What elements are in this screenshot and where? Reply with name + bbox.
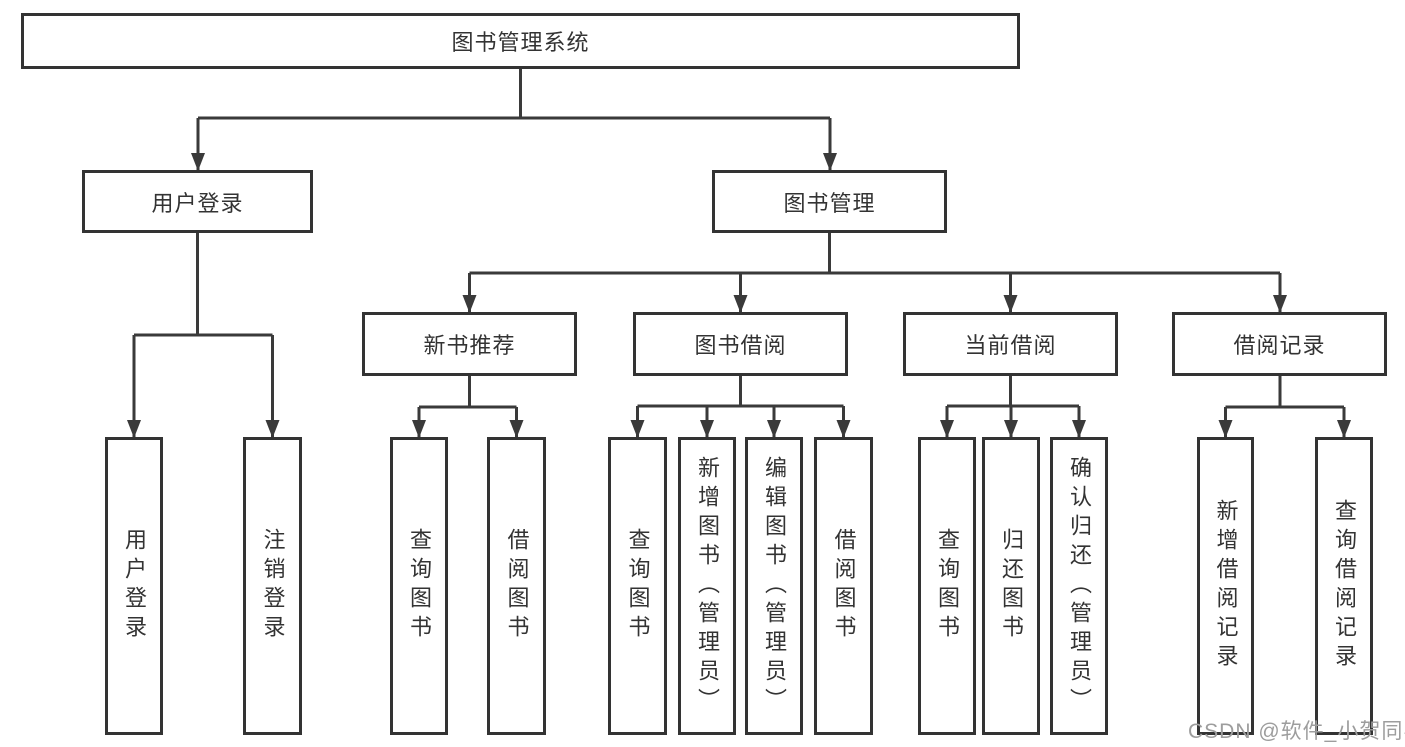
leaf-return-books: 归还图书: [982, 437, 1040, 735]
leaf-query-books-current: 查询图书: [918, 437, 976, 735]
node-borrow-records: 借阅记录: [1172, 312, 1387, 376]
leaf-user-login: 用户登录: [105, 437, 163, 735]
leaf-add-borrow-record: 新增借阅记录: [1197, 437, 1254, 735]
node-library-management-system: 图书管理系统: [21, 13, 1020, 69]
leaf-query-books-borrow: 查询图书: [608, 437, 667, 735]
leaf-edit-books-admin: 编辑图书（管理员）: [745, 437, 803, 735]
node-new-book-recommend: 新书推荐: [362, 312, 577, 376]
leaf-query-borrow-record: 查询借阅记录: [1315, 437, 1373, 735]
node-book-borrow: 图书借阅: [633, 312, 848, 376]
leaf-borrow-books: 借阅图书: [814, 437, 873, 735]
leaf-borrow-books-recommend: 借阅图书: [487, 437, 546, 735]
leaf-query-books-recommend: 查询图书: [390, 437, 448, 735]
leaf-add-books-admin: 新增图书（管理员）: [678, 437, 736, 735]
leaf-confirm-return-admin: 确认归还（管理员）: [1050, 437, 1108, 735]
node-user-login: 用户登录: [82, 170, 313, 233]
leaf-logout: 注销登录: [243, 437, 302, 735]
node-current-borrow: 当前借阅: [903, 312, 1118, 376]
node-book-management: 图书管理: [712, 170, 947, 233]
csdn-watermark: CSDN @软件_小贺同学: [1188, 720, 1405, 743]
